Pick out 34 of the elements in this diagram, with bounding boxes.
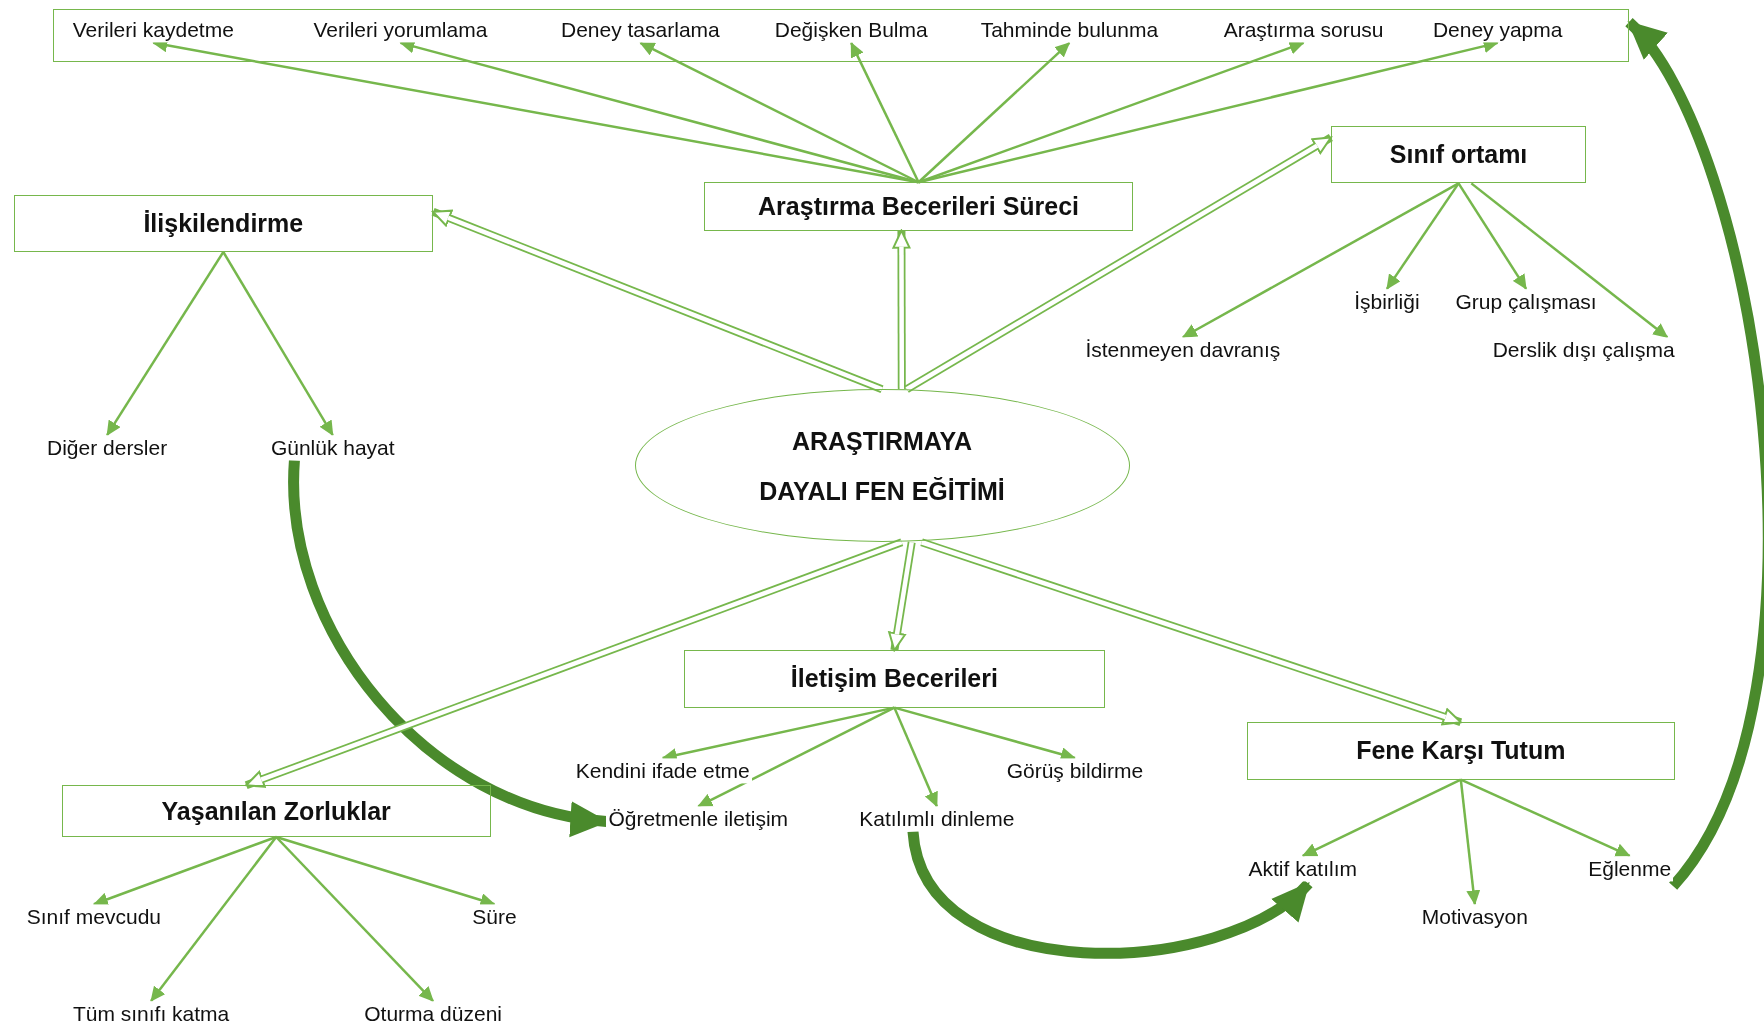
arrow bbox=[917, 41, 1071, 184]
arrow bbox=[1460, 778, 1631, 858]
arrow bbox=[1470, 182, 1669, 339]
central-ellipse bbox=[634, 389, 1130, 543]
concept-box: Sınıf ortamı bbox=[1330, 126, 1587, 184]
band-box bbox=[52, 9, 1629, 62]
arrow bbox=[150, 836, 278, 1002]
arrow bbox=[92, 835, 277, 906]
arrow bbox=[1385, 182, 1460, 290]
concept-label: Eğlenme bbox=[1586, 855, 1674, 882]
curved-arrow bbox=[1624, 18, 1764, 890]
arrow bbox=[222, 251, 334, 436]
arrow bbox=[894, 706, 1076, 761]
concept-box: İletişim Becerileri bbox=[684, 650, 1105, 708]
arrow bbox=[697, 706, 895, 808]
arrow bbox=[1181, 182, 1460, 339]
arrow bbox=[106, 251, 225, 436]
arrow bbox=[639, 41, 920, 184]
arrow bbox=[275, 835, 496, 907]
arrow bbox=[893, 707, 938, 808]
arrow bbox=[850, 41, 920, 183]
arrow bbox=[1457, 182, 1528, 290]
concept-box: Araştırma Becerileri Süreci bbox=[704, 182, 1133, 231]
arrow bbox=[1301, 778, 1462, 858]
arrow bbox=[1459, 779, 1481, 906]
arrow bbox=[275, 836, 435, 1002]
curved-arrow bbox=[907, 830, 1313, 959]
concept-box: Yaşanılan Zorluklar bbox=[61, 785, 491, 837]
concept-label: Diğer dersler bbox=[45, 435, 170, 461]
concept-box: Fene Karşı Tutum bbox=[1246, 722, 1676, 780]
concept-label: Görüş bildirme bbox=[1004, 758, 1146, 784]
concept-box: İlişkilendirme bbox=[13, 194, 434, 252]
ellipse-title: ARAŞTIRMAYA DAYALI FEN EĞİTİMİ bbox=[758, 425, 1006, 507]
concept-label: Katılımlı dinleme bbox=[857, 806, 1017, 832]
